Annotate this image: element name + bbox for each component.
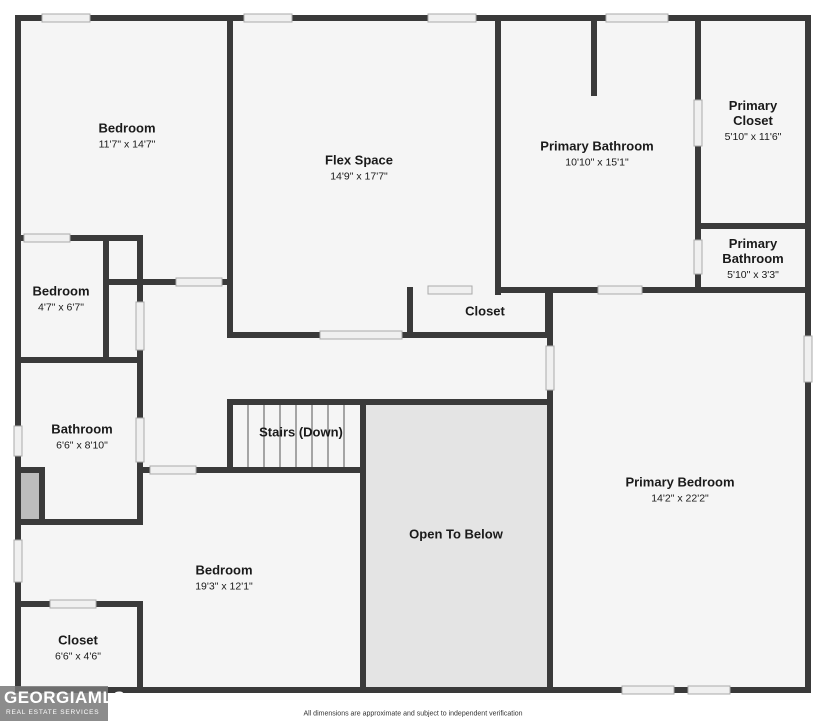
- room-name: Primary Bedroom: [625, 474, 735, 490]
- room-dimensions: 14'9" x 17'7": [330, 170, 388, 183]
- room-label-primary-closet: Primary Closet 5'10" x 11'6": [724, 98, 782, 143]
- room-label-primary-bedroom: Primary Bedroom 14'2" x 22'2": [625, 474, 735, 505]
- room-dimensions: 14'2" x 22'2": [651, 492, 709, 505]
- room-name-line2: Bathroom: [722, 250, 784, 266]
- room-name: Open To Below: [409, 526, 503, 542]
- room-name: Primary Bathroom: [540, 138, 654, 154]
- dimensions-disclaimer: All dimensions are approximate and subje…: [303, 710, 523, 718]
- room-dimensions: 6'6" x 8'10": [56, 439, 108, 452]
- room-label-bathroom: Bathroom 6'6" x 8'10": [51, 421, 113, 452]
- wall-openings: [13, 13, 813, 695]
- logo-sub-text: REAL ESTATE SERVICES: [6, 709, 100, 716]
- room-dimensions: 5'10" x 3'3": [727, 268, 779, 281]
- room-name: Stairs (Down): [259, 424, 343, 440]
- room-name: Bedroom: [32, 283, 90, 299]
- room-label-open-to-below: Open To Below: [409, 526, 503, 543]
- room-label-closet-mid: Closet: [465, 303, 505, 320]
- room-dimensions: 6'6" x 4'6": [55, 650, 101, 663]
- walls: [15, 15, 811, 693]
- georgia-mls-logo: GEORGIAMLS REAL ESTATE SERVICES: [0, 686, 125, 721]
- logo-main-text: GEORGIAMLS: [4, 688, 126, 707]
- stair-treads: [247, 405, 345, 467]
- room-name: Bedroom: [98, 120, 156, 136]
- room-name: Closet: [58, 632, 98, 648]
- room-name-line1: Primary: [728, 98, 778, 114]
- room-name-line1: Primary: [728, 236, 778, 252]
- open-to-below-fill: [366, 404, 550, 690]
- room-name: Flex Space: [325, 152, 393, 168]
- shaft-hatch: [20, 472, 41, 520]
- room-dimensions: 11'7" x 14'7": [98, 138, 156, 151]
- room-label-stairs: Stairs (Down): [259, 424, 343, 441]
- room-label-closet-sw: Closet 6'6" x 4'6": [55, 632, 101, 663]
- room-label-primary-bathroom-small: Primary Bathroom 5'10" x 3'3": [722, 236, 784, 281]
- room-label-primary-bathroom: Primary Bathroom 10'10" x 15'1": [540, 138, 654, 169]
- room-label-bedroom-sw: Bedroom 19'3" x 12'1": [195, 562, 253, 593]
- room-dimensions: 4'7" x 6'7": [38, 301, 84, 314]
- room-dimensions: 10'10" x 15'1": [565, 156, 629, 169]
- room-label-bedroom-small: Bedroom 4'7" x 6'7": [32, 283, 90, 314]
- room-label-bedroom-nw: Bedroom 11'7" x 14'7": [98, 120, 156, 151]
- room-name: Bedroom: [195, 562, 253, 578]
- room-name: Bathroom: [51, 421, 113, 437]
- room-dimensions: 19'3" x 12'1": [195, 580, 253, 593]
- room-label-flex-space: Flex Space 14'9" x 17'7": [325, 152, 393, 183]
- room-name-line2: Closet: [733, 112, 773, 128]
- room-dimensions: 5'10" x 11'6": [724, 130, 782, 143]
- room-name: Closet: [465, 303, 505, 319]
